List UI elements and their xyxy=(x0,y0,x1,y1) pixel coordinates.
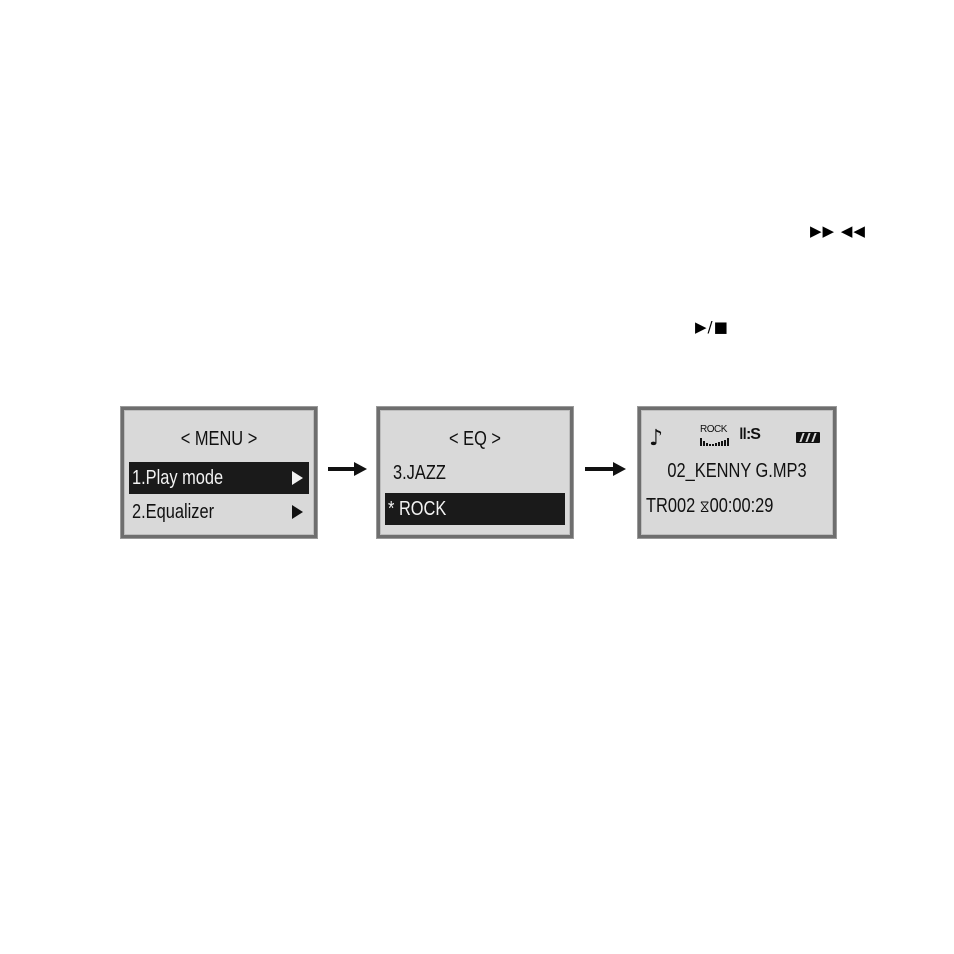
ff-rw-icon: ▶▶ ◀◀ xyxy=(810,222,866,240)
lcd-screen-menu: < MENU > 1.Play mode 2.Equalizer xyxy=(121,407,317,538)
submenu-arrow-icon xyxy=(292,471,303,485)
srs-icon: ‖:S xyxy=(739,426,761,443)
playback-status-line: TR002 ⧖00:00:29 xyxy=(646,495,773,518)
hourglass-icon: ⧖ xyxy=(699,497,710,517)
lcd-screen-playback: ♪ ROCK ‖:S 02_KENNY G.MP3 TR002 ⧖00:00:2… xyxy=(638,407,836,538)
track-filename: 02_KENNY G.MP3 xyxy=(667,460,807,482)
menu-item-equalizer: 2.Equalizer xyxy=(129,496,309,528)
elapsed-time: 00:00:29 xyxy=(709,495,774,517)
lcd-screen-eq: < EQ > 3.JAZZ * ROCK xyxy=(377,407,573,538)
eq-item-rock: * ROCK xyxy=(385,493,565,525)
menu-item-play-mode: 1.Play mode xyxy=(129,462,309,494)
track-number: TR002 xyxy=(646,495,696,517)
battery-icon xyxy=(796,432,820,443)
eq-level-bars xyxy=(700,438,734,446)
eq-item-jazz: 3.JAZZ xyxy=(390,457,565,489)
eq-item-label: * ROCK xyxy=(388,498,447,520)
music-note-icon: ♪ xyxy=(649,426,664,451)
eq-title: < EQ > xyxy=(449,428,501,450)
menu-item-label: 1.Play mode xyxy=(132,467,224,489)
menu-item-label: 2.Equalizer xyxy=(132,501,215,523)
menu-title: < MENU > xyxy=(180,428,258,450)
play-stop-icon: ▶/■ xyxy=(695,318,729,336)
submenu-arrow-icon xyxy=(292,505,303,519)
eq-item-label: 3.JAZZ xyxy=(393,462,446,484)
eq-indicator-icon: ROCK xyxy=(698,424,736,446)
eq-indicator-label: ROCK xyxy=(700,424,727,435)
